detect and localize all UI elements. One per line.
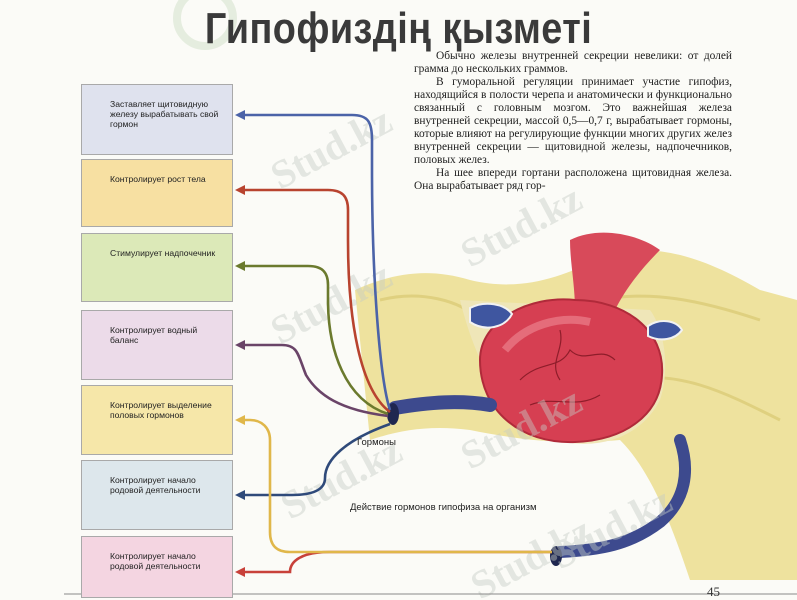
- decor-circle: [173, 0, 237, 50]
- arrowhead-6: [235, 490, 245, 500]
- arrowheads: [235, 110, 245, 577]
- connector-line-1: [238, 113, 392, 411]
- effect-box-adrenal: Стимулирует надпочечник: [81, 233, 233, 302]
- effect-box-sex-hormones-label: Контролирует выделение половых гормонов: [110, 400, 212, 420]
- effect-box-water-balance: Контролирует водный баланс: [81, 310, 233, 380]
- effect-box-adrenal-label: Стимулирует надпочечник: [110, 248, 216, 258]
- connector-line-5b: [238, 418, 552, 554]
- paragraph-1: Обычно железы внутренней секреции невели…: [414, 50, 732, 75]
- effect-box-growth-label: Контролирует рост тела: [110, 174, 206, 184]
- connector-line-4: [238, 343, 389, 418]
- effect-box-labor-1: Контролирует начало родовой деятельности: [81, 460, 233, 530]
- effect-box-labor-2-label: Контролирует начало родовой деятельности: [110, 551, 201, 571]
- effect-box-labor-1-label: Контролирует начало родовой деятельности: [110, 475, 201, 495]
- slide-title: Гипофиздің қызметі: [204, 4, 593, 53]
- arrowhead-3: [235, 261, 245, 271]
- effect-box-water-balance-label: Контролирует водный баланс: [110, 325, 198, 345]
- arrowhead-7: [235, 567, 245, 577]
- arrowhead-4: [235, 340, 245, 350]
- connector-line-3: [238, 264, 389, 416]
- left-sinus: [469, 302, 514, 329]
- arrowhead-2: [235, 185, 245, 195]
- hormones-label: Гормоны: [357, 437, 396, 448]
- effect-box-growth: Контролирует рост тела: [81, 159, 233, 227]
- lower-tube: [554, 434, 692, 558]
- connector-line-6: [238, 422, 391, 497]
- watermark-7: Stud.kz: [543, 477, 679, 578]
- connector-line-2: [238, 188, 391, 414]
- effect-box-sex-hormones: Контролирует выделение половых гормонов: [81, 385, 233, 455]
- arrowhead-1: [235, 110, 245, 120]
- effect-box-labor-2: Контролирует начало родовой деятельности: [81, 536, 233, 598]
- textbook-text: Обычно железы внутренней секреции невели…: [414, 50, 732, 193]
- right-sinus: [647, 320, 684, 341]
- lower-tube-opening: [550, 546, 562, 566]
- page-number: 45: [707, 584, 720, 599]
- paragraph-3: На шее впереди гортани расположена щитов…: [414, 167, 732, 192]
- gland-vessels: [519, 329, 616, 406]
- gland-highlight: [501, 315, 591, 353]
- diagram-caption: Действие гормонов гипофиза на организм: [350, 502, 537, 513]
- watermark-1: Stud.kz: [263, 97, 399, 198]
- pituitary-stalk: [570, 232, 660, 310]
- effect-box-thyroid-label: Заставляет щитовидную железу вырабатыват…: [110, 99, 219, 129]
- hormone-tube: [388, 395, 497, 415]
- paragraph-2: В гуморальной регуляции принимает участи…: [414, 76, 732, 166]
- effect-box-thyroid: Заставляет щитовидную железу вырабатыват…: [81, 84, 233, 155]
